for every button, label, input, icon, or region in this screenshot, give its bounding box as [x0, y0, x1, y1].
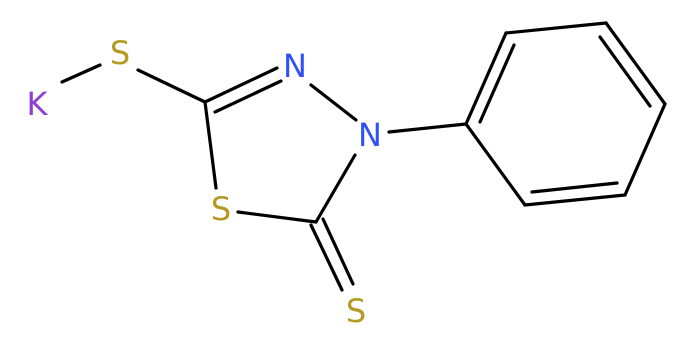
bond-sring-c2	[236, 210, 318, 224]
phenyl-bond-5-inner	[530, 181, 619, 194]
bond-c5-sring	[203, 100, 218, 190]
atom-s-ring-label: S	[211, 190, 231, 228]
atom-n3-label: N	[283, 47, 307, 85]
bond-c2-sthione-b	[321, 217, 355, 286]
phenyl-bond-3	[604, 21, 667, 106]
phenyl-bond-5	[523, 193, 627, 207]
atom-s-thione-label: S	[346, 292, 366, 330]
bond-c5-n3-inner	[213, 79, 283, 114]
phenyl-bond-1	[464, 31, 508, 126]
phenyl-bond-3-inner	[598, 35, 652, 108]
phenyl-ring	[464, 21, 667, 207]
phenyl-bond-4	[623, 102, 667, 197]
bond-n4-phenyl	[387, 122, 468, 134]
bond-c5-n3-outer	[203, 66, 279, 104]
phenyl-bond-1-inner	[478, 43, 516, 124]
bond-c2-n4	[314, 153, 357, 224]
atom-k-label: K	[27, 85, 49, 123]
bond-c2-sthione-a	[309, 223, 344, 292]
bond-k-s	[60, 63, 102, 84]
bond-s-c5	[136, 68, 207, 104]
phenyl-bond-2	[504, 21, 608, 35]
phenyl-bond-6	[464, 122, 527, 207]
bond-n3-n4	[309, 83, 358, 122]
atom-n4-label: N	[358, 116, 382, 154]
atom-s-thiolate-label: S	[110, 34, 130, 72]
